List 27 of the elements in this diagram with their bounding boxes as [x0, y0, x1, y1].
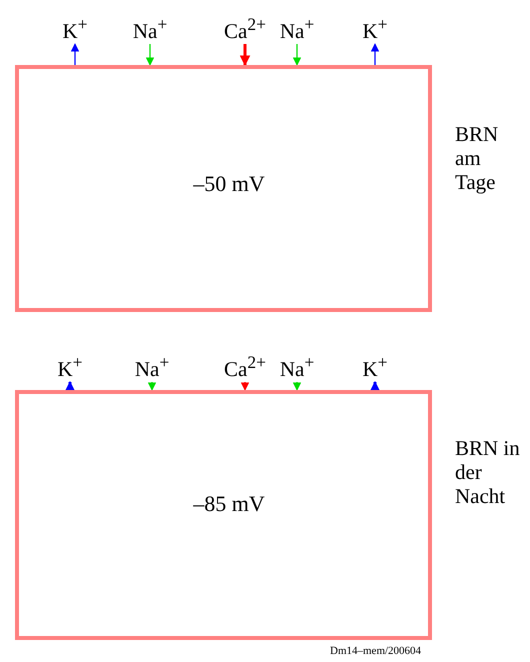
ion-label: Na$^{+}$	[134, 350, 170, 381]
ion-flux-arrow	[240, 44, 250, 66]
cell-box	[15, 65, 432, 312]
membrane-voltage: –50 mV	[193, 171, 265, 197]
ion-label: Ca$^{2+}$	[224, 350, 266, 381]
ion-flux-arrow	[240, 382, 250, 391]
ion-flux-arrow	[292, 44, 302, 66]
ion-flux-arrow	[64, 380, 76, 392]
figure-code: Dm14–mem/200604	[330, 645, 422, 657]
ion-flux-arrow	[370, 380, 380, 392]
ion-label: K$^{+}$	[57, 350, 83, 381]
ion-flux-arrow	[370, 43, 380, 65]
ion-flux-arrow	[148, 382, 156, 391]
cell-box	[15, 390, 432, 640]
ion-label: K$^{+}$	[362, 350, 388, 381]
ion-label: K$^{+}$	[362, 12, 388, 43]
ion-flux-arrow	[292, 382, 302, 391]
ion-label: Na$^{+}$	[132, 12, 168, 43]
ion-flux-arrow	[70, 43, 80, 65]
ion-flux-arrow	[146, 44, 154, 66]
ion-label: Na$^{+}$	[280, 12, 314, 43]
ion-label: K$^{+}$	[62, 12, 88, 43]
side-caption: BRN am Tage	[455, 122, 500, 194]
side-caption: BRN in der Nacht	[455, 436, 521, 508]
ion-label: Ca$^{2+}$	[224, 12, 266, 43]
ion-label: Na$^{+}$	[280, 350, 314, 381]
membrane-voltage: –85 mV	[193, 491, 265, 517]
